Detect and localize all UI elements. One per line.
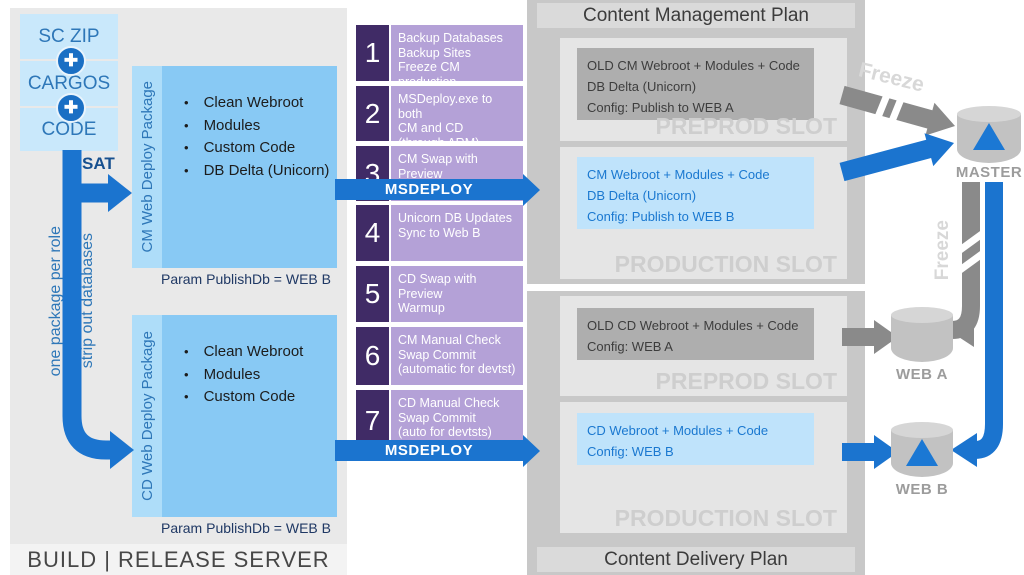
freeze-label-top: Freeze [856, 58, 927, 97]
preprod-slot-watermark: PREPROD SLOT [655, 368, 837, 394]
step-number: 6 [356, 327, 389, 385]
cd-plan-title: Content Delivery Plan [537, 547, 855, 572]
msdeploy-label: MSDEPLOY [384, 181, 474, 198]
package-item: Custom Code [184, 386, 337, 409]
cm-production-slot: CM Webroot + Modules + Code DB Delta (Un… [560, 147, 847, 279]
master-database-icon [957, 106, 1021, 163]
step-text: MSDeploy.exe to both CM and CD (through … [391, 86, 523, 150]
build-release-server-title: BUILD | RELEASE SERVER [10, 544, 347, 575]
content-delivery-plan: OLD CD Webroot + Modules + Code Config: … [527, 291, 865, 575]
cylinder-top [891, 422, 953, 438]
cm-package-body: Clean Webroot Modules Custom Code DB Del… [162, 66, 337, 268]
cd-production-slot: CD Webroot + Modules + Code Config: WEB … [560, 402, 847, 533]
msdeploy-label: MSDEPLOY [384, 442, 474, 459]
sitecore-triangle-icon [973, 123, 1005, 150]
source-package-box: SC ZIP ✚ CARGOS ✚ CODE [20, 14, 118, 151]
cylinder-top [891, 307, 953, 323]
package-item: Clean Webroot [184, 92, 337, 115]
freeze-break-mark [872, 88, 893, 124]
cm-web-deploy-package: CM Web Deploy Package Clean Webroot Modu… [132, 66, 337, 268]
cm-production-arrowhead [924, 133, 954, 167]
package-item: Modules [184, 364, 337, 387]
source-row-label: SC ZIP [38, 25, 100, 47]
plus-glyph: ✚ [63, 98, 79, 117]
source-row-label: CARGOS [27, 72, 111, 94]
step-number: 2 [356, 86, 389, 141]
step-text: Unicorn DB Updates Sync to Web B [391, 205, 523, 261]
step-number: 1 [356, 25, 389, 81]
freeze-break-mark [886, 92, 907, 128]
freeze-break-mark [957, 231, 985, 253]
step-text: CD Swap with Preview Warmup [391, 266, 523, 322]
package-item: Clean Webroot [184, 341, 337, 364]
step-text: Backup Databases Backup Sites Freeze CM … [391, 25, 523, 89]
freeze-label-side-text: Freeze [932, 219, 953, 281]
cm-plan-title: Content Management Plan [537, 3, 855, 28]
publish-webb-arrowhead [951, 433, 977, 467]
side-note-strip-databases: strip out databases [78, 176, 98, 426]
cm-production-box: CM Webroot + Modules + Code DB Delta (Un… [577, 157, 814, 229]
cd-package-body: Clean Webroot Modules Custom Code [162, 315, 337, 517]
msdeploy-arrow-cd: MSDEPLOY [335, 440, 523, 461]
freeze-label-side: Freeze [932, 210, 953, 290]
freeze-break-mark [957, 251, 985, 273]
package-item: Custom Code [184, 137, 337, 160]
content-management-plan: Content Management Plan OLD CM Webroot +… [527, 0, 865, 284]
sat-label: SAT [82, 154, 115, 173]
cd-web-deploy-package: CD Web Deploy Package Clean Webroot Modu… [132, 315, 337, 517]
preprod-slot-watermark: PREPROD SLOT [655, 113, 837, 139]
cm-preprod-slot: OLD CM Webroot + Modules + Code DB Delta… [560, 38, 847, 141]
plus-icon: ✚ [56, 46, 86, 76]
cm-package-sidebar-label: CM Web Deploy Package [138, 81, 156, 253]
package-item: DB Delta (Unicorn) [184, 160, 337, 183]
package-item: Modules [184, 115, 337, 138]
freeze-line-master-to-weba [951, 182, 980, 339]
plus-glyph: ✚ [63, 51, 79, 70]
cd-publishdb-param: Param PublishDb = WEB B [160, 520, 331, 536]
msdeploy-arrow-cm: MSDEPLOY [335, 179, 523, 200]
cd-production-box: CD Webroot + Modules + Code Config: WEB … [577, 413, 814, 465]
master-database-label: MASTER [955, 164, 1023, 181]
web-b-database-label: WEB B [895, 481, 949, 498]
production-slot-watermark: PRODUCTION SLOT [614, 251, 837, 277]
side-note-one-package: one package per role [46, 176, 66, 426]
freeze-arrowhead [925, 102, 955, 136]
side-note-text: one package per role [47, 225, 64, 377]
web-a-database-label: WEB A [896, 366, 948, 383]
step-number: 5 [356, 266, 389, 322]
cm-publishdb-param: Param PublishDb = WEB B [160, 271, 331, 287]
cm-preprod-box: OLD CM Webroot + Modules + Code DB Delta… [577, 48, 814, 120]
cd-package-sidebar-label: CD Web Deploy Package [138, 331, 156, 501]
cd-preprod-slot: OLD CD Webroot + Modules + Code Config: … [560, 296, 847, 396]
cd-package-sidebar: CD Web Deploy Package [132, 315, 162, 517]
cylinder-top [957, 106, 1021, 122]
source-row-code: CODE [20, 108, 118, 151]
build-release-server-panel: SC ZIP ✚ CARGOS ✚ CODE SAT one package p… [10, 8, 347, 575]
plus-icon: ✚ [56, 93, 86, 123]
cd-preprod-box: OLD CD Webroot + Modules + Code Config: … [577, 308, 814, 360]
sitecore-triangle-icon [906, 439, 938, 466]
source-row-label: CODE [41, 118, 97, 140]
cm-package-sidebar: CM Web Deploy Package [132, 66, 162, 268]
step-number: 4 [356, 205, 389, 261]
web-b-database-icon [891, 422, 953, 477]
step-text: CM Manual Check Swap Commit (automatic f… [391, 327, 523, 385]
production-slot-watermark: PRODUCTION SLOT [614, 505, 837, 531]
publish-line-master-to-webb [974, 182, 1003, 459]
side-note-text: strip out databases [79, 233, 96, 369]
web-a-database-icon [891, 307, 953, 362]
